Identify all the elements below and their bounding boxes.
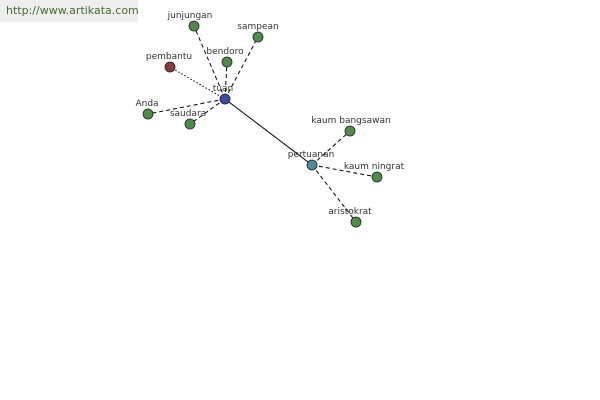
- node-anda[interactable]: [142, 108, 154, 120]
- watermark-url: http://www.artikata.com: [0, 0, 139, 22]
- node-bendoro[interactable]: [221, 56, 233, 68]
- label-anda: Anda: [135, 99, 158, 109]
- label-kaum-ningrat: kaum ningrat: [344, 162, 405, 172]
- edge-tuan-sampean: [224, 36, 259, 100]
- edge-tuan-anda: [147, 98, 226, 115]
- node-tuan[interactable]: [219, 93, 231, 105]
- node-saudara[interactable]: [184, 118, 196, 130]
- node-kaum-ningrat[interactable]: [371, 171, 383, 183]
- label-tuan: tuan: [213, 84, 233, 94]
- graph-edges: [147, 25, 378, 223]
- label-junjungan: junjungan: [167, 11, 213, 21]
- node-aristokrat[interactable]: [350, 216, 362, 228]
- label-aristokrat: aristokrat: [328, 207, 372, 217]
- graph-nodes: [142, 20, 383, 228]
- node-pembantu[interactable]: [164, 61, 176, 73]
- label-bendoro: bendoro: [206, 47, 244, 57]
- node-junjungan[interactable]: [188, 20, 200, 32]
- edge-tuan-bendoro: [224, 61, 228, 100]
- edge-tuan-junjungan: [193, 25, 226, 100]
- label-sampean: sampean: [237, 22, 278, 32]
- node-kaum-bangsawan[interactable]: [344, 125, 356, 137]
- edge-pertuanan-kaum-bangsawan: [311, 130, 351, 166]
- edge-pertuanan-aristokrat: [311, 164, 357, 223]
- label-saudara: saudara: [170, 109, 206, 119]
- edge-tuan-saudara: [189, 98, 226, 125]
- node-pertuanan[interactable]: [306, 159, 318, 171]
- label-pertuanan: pertuanan: [288, 150, 335, 160]
- graph-labels: junjungan sampean bendoro pembantu Anda …: [135, 11, 404, 217]
- label-kaum-bangsawan: kaum bangsawan: [311, 116, 390, 126]
- label-pembantu: pembantu: [146, 52, 192, 62]
- edge-tuan-pertuanan: [224, 98, 313, 166]
- edge-tuan-pembantu: [169, 66, 226, 100]
- node-sampean[interactable]: [252, 31, 264, 43]
